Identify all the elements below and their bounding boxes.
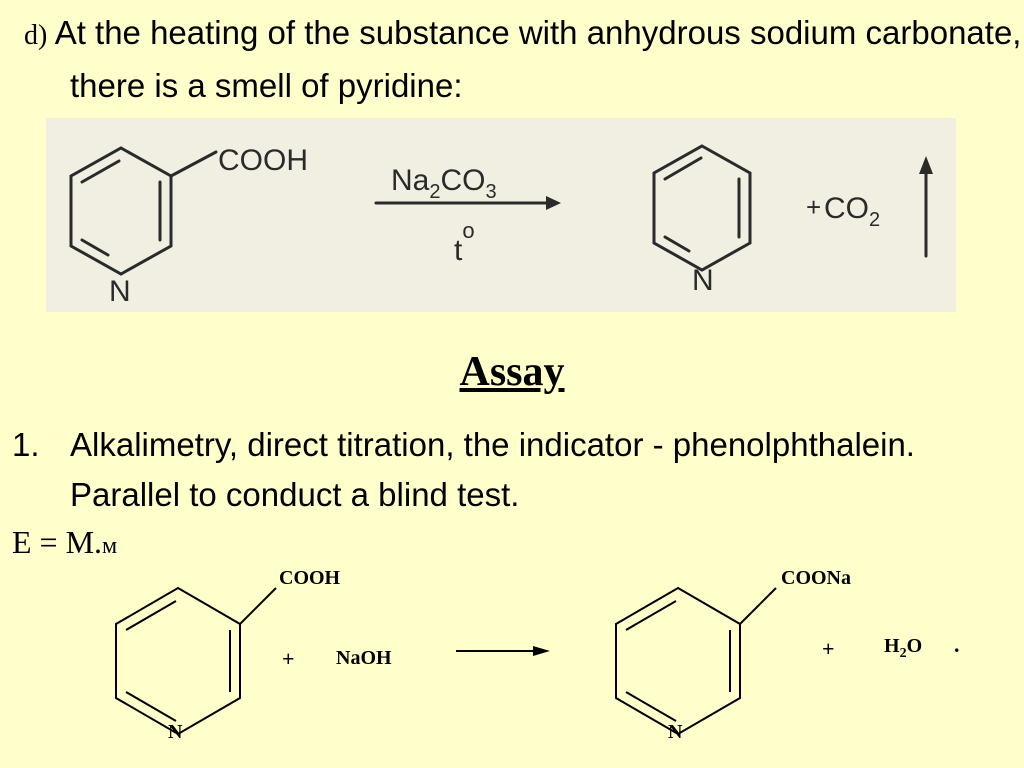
plus-water: + bbox=[822, 636, 835, 661]
reactant-carboxyl-bond bbox=[239, 587, 277, 625]
neutralization-scheme: COOH N + NaOH COONa N + H2O . bbox=[115, 567, 960, 743]
reagent-na2co3: Na2CO3 bbox=[391, 164, 497, 203]
section-d-text: d) At the heating of the substance with … bbox=[12, 8, 1024, 111]
pyridine-n: N bbox=[692, 264, 714, 297]
reactant-cooh: COOH bbox=[279, 567, 341, 589]
plus-naoh: + bbox=[282, 646, 295, 671]
decarboxylation-scheme: N COOH Na2CO3 to N + CO2 bbox=[69, 144, 933, 308]
assay-item-number: 1. bbox=[12, 426, 40, 463]
section-d-letter: d) bbox=[24, 20, 48, 51]
nicotinic-acid-ring bbox=[69, 146, 173, 276]
product-coona: COONa bbox=[781, 567, 851, 589]
reactant-ring bbox=[115, 586, 241, 736]
nicotinic-acid-cooh: COOH bbox=[218, 144, 308, 177]
reactant-n: N bbox=[168, 721, 183, 743]
carboxyl-bond bbox=[169, 150, 218, 178]
product-carboxylate-bond bbox=[739, 587, 777, 625]
condition-temperature: to bbox=[454, 218, 475, 267]
assay-title: Assay bbox=[459, 349, 565, 395]
plus-co2: + bbox=[806, 192, 821, 222]
nicotinic-acid-n: N bbox=[109, 275, 131, 308]
pyridine-ring bbox=[652, 144, 752, 272]
product-ring bbox=[615, 586, 741, 736]
product-n: N bbox=[668, 721, 683, 743]
product-water: H2O bbox=[884, 635, 922, 661]
product-co2: CO2 bbox=[824, 192, 880, 231]
section-d-sentence: At the heating of the substance with anh… bbox=[54, 14, 1022, 104]
reagent-naoh: NaOH bbox=[336, 647, 392, 669]
equivalent-prefix: E = M. bbox=[12, 524, 103, 560]
assay-item-text: Alkalimetry, direct titration, the indic… bbox=[70, 426, 915, 513]
equivalent-suffix: м bbox=[102, 533, 118, 559]
equation-end-dot: . bbox=[954, 632, 960, 657]
assay-item: 1. Alkalimetry, direct titration, the in… bbox=[12, 420, 1012, 520]
equivalent-formula: E = M.м bbox=[12, 524, 117, 561]
decarboxylation-reaction-image: N COOH Na2CO3 to N + CO2 bbox=[46, 118, 956, 312]
